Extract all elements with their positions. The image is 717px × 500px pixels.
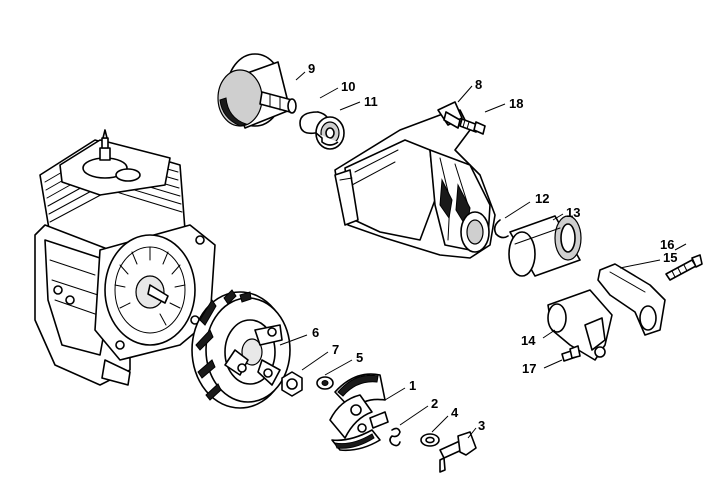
gear-housing	[334, 101, 496, 259]
shoulder-bolt-3	[439, 431, 477, 473]
spring-2	[389, 427, 401, 447]
callout-2: 2	[431, 396, 438, 411]
callout-9: 9	[308, 61, 315, 76]
clutch-shoes	[329, 373, 389, 452]
clamp-bottom	[547, 289, 613, 361]
callout-12: 12	[535, 191, 549, 206]
callout-8: 8	[475, 77, 482, 92]
clamp-top	[597, 263, 666, 336]
bolt-18	[459, 118, 486, 135]
retaining-ring	[493, 219, 509, 239]
bolt-16	[665, 254, 703, 281]
callout-15: 15	[663, 250, 677, 265]
callout-4: 4	[451, 405, 459, 420]
ball-bearing	[315, 116, 345, 150]
callout-6: 6	[312, 325, 319, 340]
callout-3: 3	[478, 418, 485, 433]
callout-labels: 9 10 11 8 18 12 13 15 16 14 17 6 7 5 1 2…	[308, 61, 677, 433]
engine-block	[34, 129, 216, 386]
screw-17	[561, 345, 581, 362]
callout-10: 10	[341, 79, 355, 94]
washer-5	[316, 376, 334, 390]
callout-16: 16	[660, 237, 674, 252]
clutch-drum	[217, 53, 297, 129]
callout-14: 14	[521, 333, 536, 348]
callout-5: 5	[356, 350, 363, 365]
callout-11: 11	[364, 94, 378, 109]
callout-13: 13	[566, 205, 580, 220]
nut-7	[281, 371, 303, 397]
callout-7: 7	[332, 342, 339, 357]
callout-1: 1	[409, 378, 416, 393]
leader-lines	[279, 71, 687, 439]
callout-18: 18	[509, 96, 523, 111]
callout-17: 17	[522, 361, 536, 376]
flywheel	[191, 289, 291, 409]
sleeve	[508, 215, 582, 277]
washer-4	[420, 433, 440, 447]
